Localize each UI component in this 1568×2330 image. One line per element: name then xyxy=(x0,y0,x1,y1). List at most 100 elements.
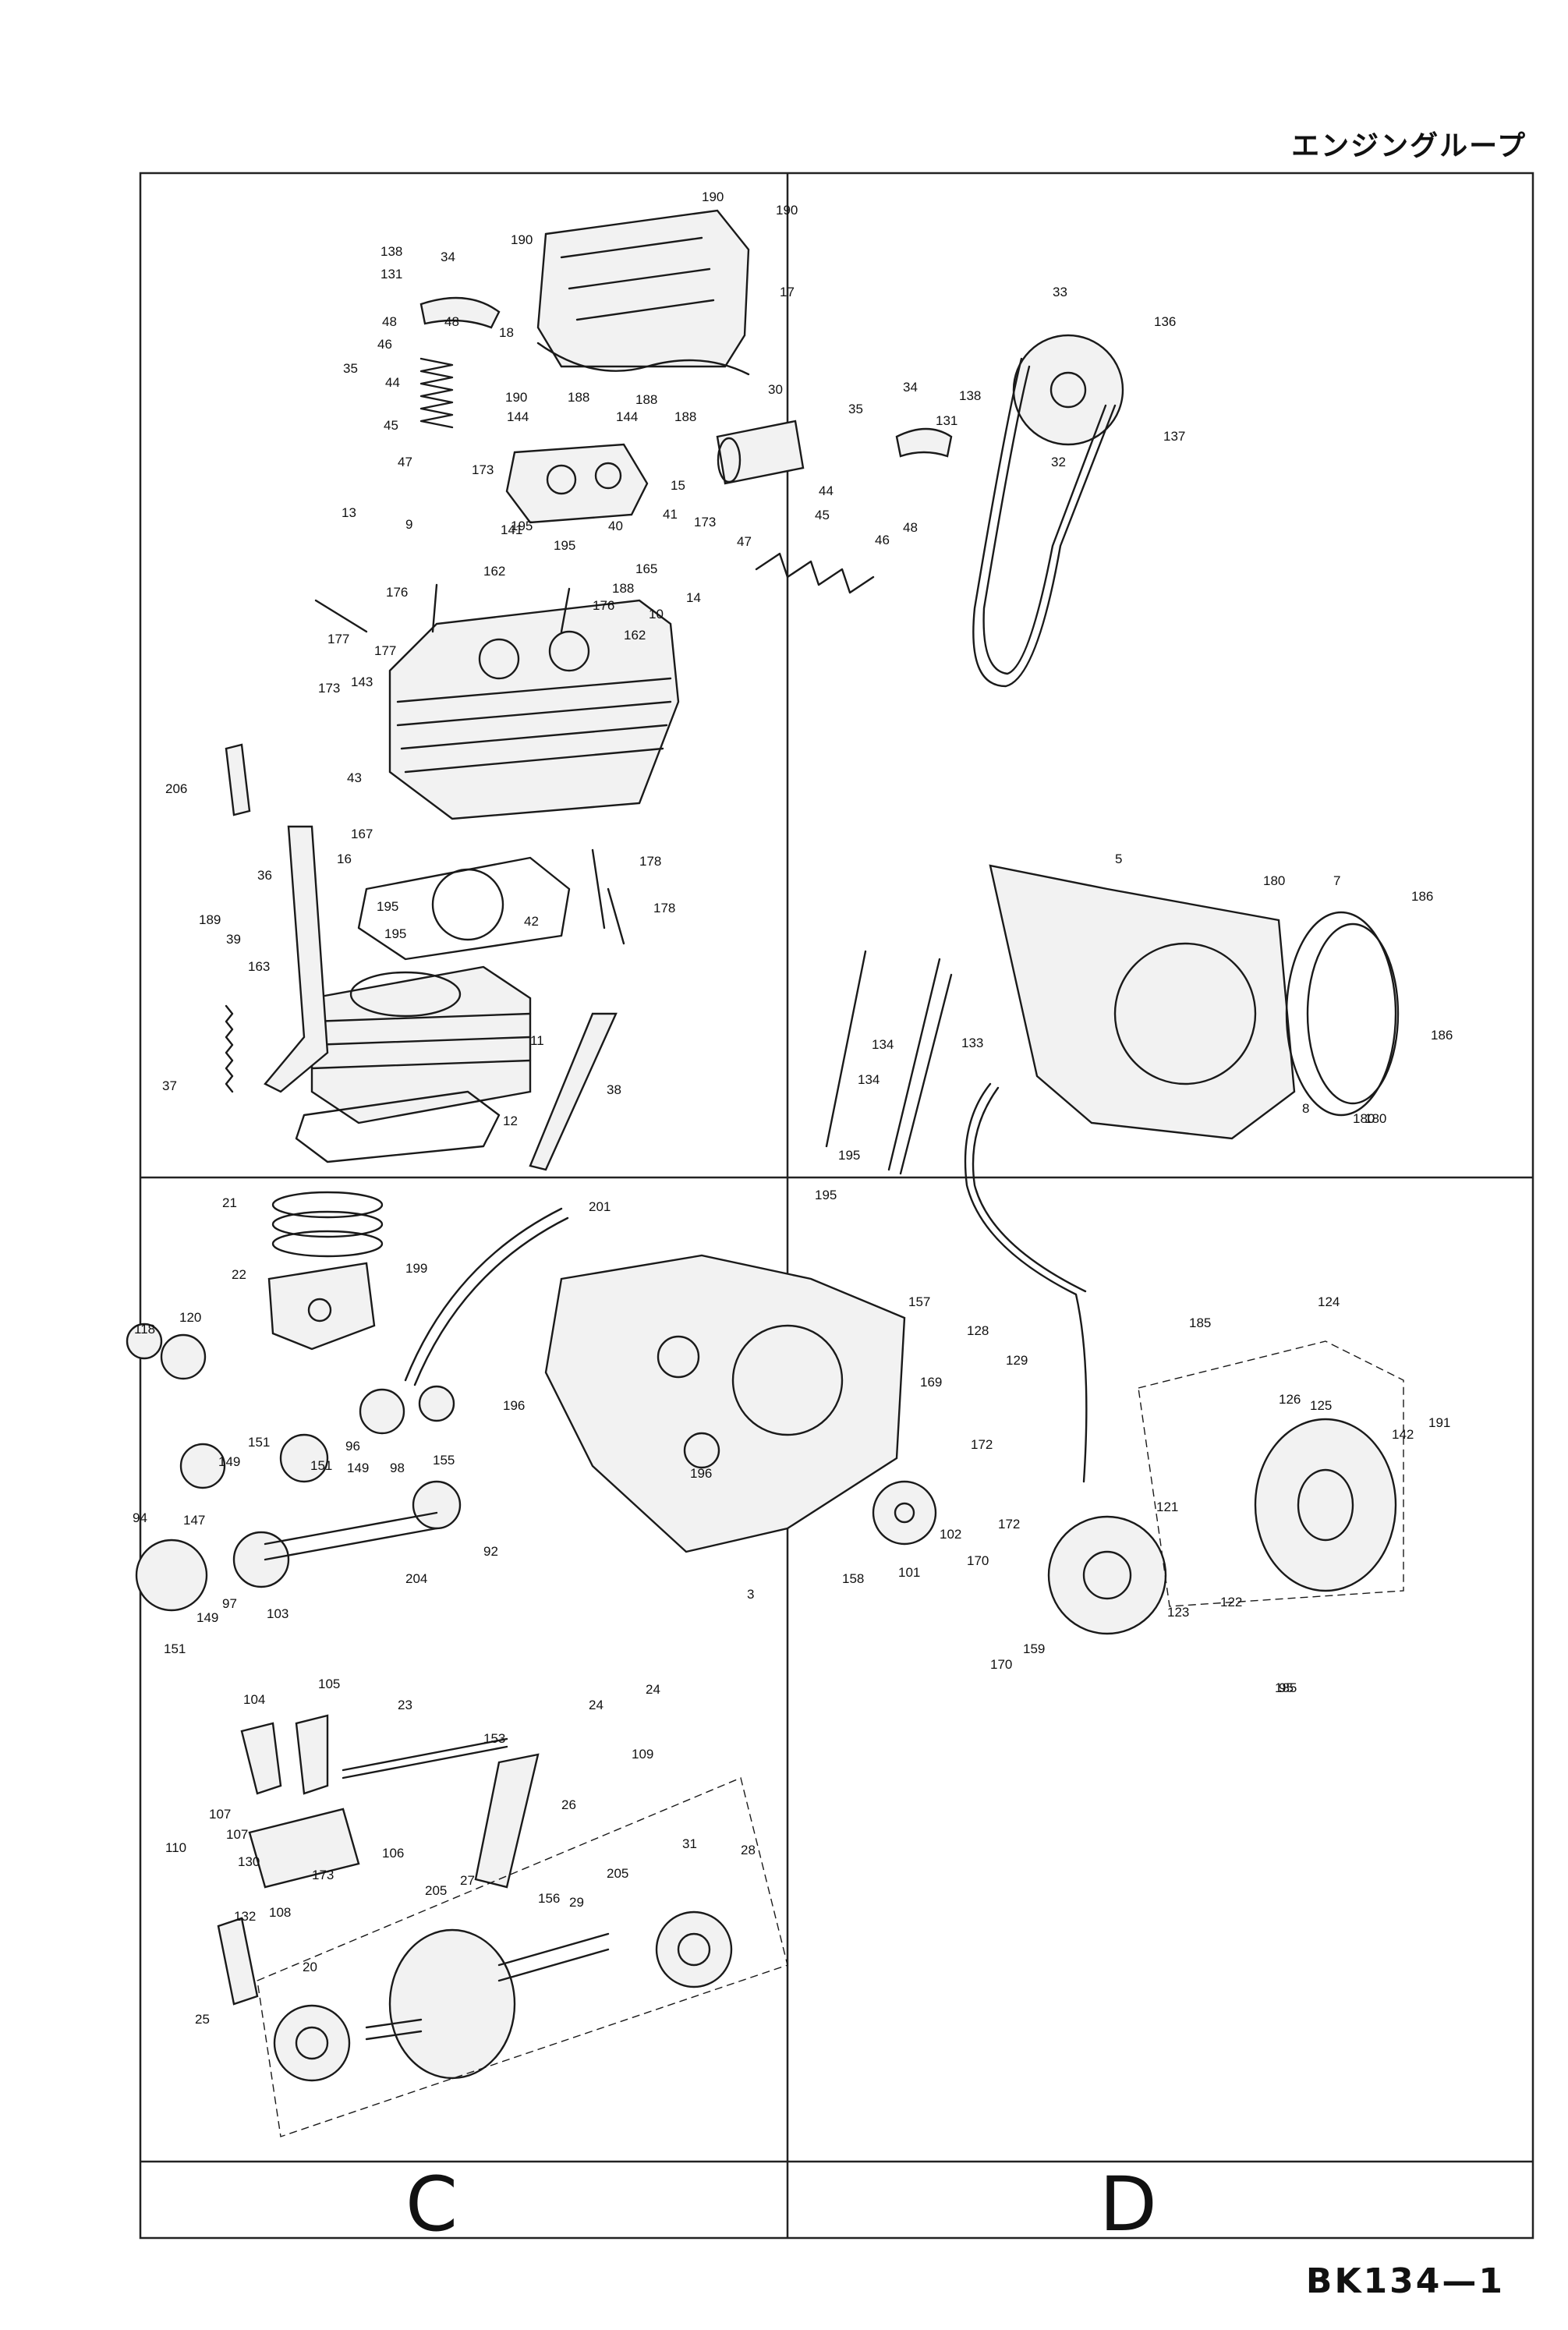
callout-number: 12 xyxy=(503,1114,518,1128)
stator xyxy=(1047,1515,1167,1635)
callout-number: 149 xyxy=(218,1454,240,1469)
callout-number: 167 xyxy=(351,827,373,841)
callout-number: 121 xyxy=(1156,1500,1178,1514)
main-shaft xyxy=(264,1511,438,1561)
flywheel-rotor xyxy=(1254,1418,1397,1592)
camshaft-holder xyxy=(505,443,649,524)
callout-number: 22 xyxy=(232,1267,246,1282)
callout-number: 172 xyxy=(998,1517,1020,1531)
callout-number: 180 xyxy=(1263,873,1285,888)
callout-number: 186 xyxy=(1411,889,1433,904)
callout-number: 151 xyxy=(310,1458,332,1473)
diagram-frame xyxy=(139,172,1534,2240)
callout-number: 38 xyxy=(607,1082,621,1097)
callout-number: 157 xyxy=(908,1294,930,1309)
callout-number: 195 xyxy=(554,538,575,553)
callout-number: 177 xyxy=(374,643,396,658)
callout-number: 162 xyxy=(483,564,505,579)
callout-number: 180 xyxy=(1353,1111,1375,1126)
callout-number: 47 xyxy=(737,534,752,549)
callout-number: 201 xyxy=(589,1199,611,1214)
cam-chain xyxy=(972,357,1117,688)
callout-number: 199 xyxy=(405,1261,427,1276)
callout-number: 30 xyxy=(768,382,783,397)
callout-number: 20 xyxy=(303,1960,317,1974)
crankshaft xyxy=(365,1928,610,2080)
callout-number: 169 xyxy=(920,1375,942,1390)
callout-number: 101 xyxy=(898,1565,920,1580)
callout-number: 43 xyxy=(347,770,362,785)
callout-number: 195 xyxy=(384,926,406,941)
callout-number: 195 xyxy=(377,899,398,914)
callout-number: 190 xyxy=(776,203,798,218)
callout-number: 128 xyxy=(967,1323,989,1338)
callout-number: 180 xyxy=(1364,1111,1386,1126)
callout-number: 37 xyxy=(162,1078,177,1093)
callout-number: 24 xyxy=(646,1682,660,1697)
tensioner-spring xyxy=(225,1004,234,1093)
callout-number: 125 xyxy=(1310,1398,1332,1413)
callout-number: 191 xyxy=(1428,1415,1450,1430)
rocker-arm-right xyxy=(895,427,953,458)
callout-number: 142 xyxy=(1392,1427,1414,1442)
callout-number: 188 xyxy=(674,409,696,424)
callout-number: 10 xyxy=(649,607,664,621)
callout-number: 14 xyxy=(686,590,701,605)
callout-number: 35 xyxy=(343,361,358,376)
callout-number: 155 xyxy=(433,1453,455,1468)
callout-number: 163 xyxy=(248,959,270,974)
callout-number: 136 xyxy=(1154,314,1176,329)
callout-number: 204 xyxy=(405,1571,427,1586)
callout-number: 47 xyxy=(398,455,412,469)
valve-spring-left xyxy=(419,357,454,429)
cam-chain-tensioner xyxy=(264,825,329,1093)
callout-number: 31 xyxy=(682,1836,697,1851)
page-code: BK134—1 xyxy=(1305,2261,1505,2301)
kick-starter xyxy=(126,1323,207,1380)
callout-number: 206 xyxy=(165,781,187,796)
cylinder-base-gasket xyxy=(295,1090,501,1163)
crankcase xyxy=(544,1254,906,1553)
callout-number: 123 xyxy=(1167,1605,1189,1620)
section-label-d: D xyxy=(1099,2161,1157,2248)
callout-number: 26 xyxy=(561,1797,576,1812)
callout-number: 21 xyxy=(222,1195,237,1210)
callout-number: 195 xyxy=(815,1188,837,1202)
callout-number: 122 xyxy=(1220,1595,1242,1609)
callout-number: 9 xyxy=(405,517,412,532)
callout-number: 156 xyxy=(538,1891,560,1906)
callout-number: 46 xyxy=(377,337,392,352)
callout-number: 41 xyxy=(663,507,678,522)
dashed-group-ignition xyxy=(1138,1340,1404,1607)
callout-number: 34 xyxy=(903,380,918,395)
rocker-arm xyxy=(419,296,501,329)
callout-number: 44 xyxy=(819,483,834,498)
callout-number: 36 xyxy=(257,868,272,883)
callout-number: 177 xyxy=(327,632,349,646)
callout-number: 5 xyxy=(1115,852,1122,866)
callout-number: 18 xyxy=(499,325,514,340)
callout-number: 3 xyxy=(747,1587,754,1602)
callout-number: 173 xyxy=(312,1868,334,1882)
callout-number: 17 xyxy=(780,285,795,299)
callout-number: 129 xyxy=(1006,1353,1028,1368)
callout-number: 137 xyxy=(1163,429,1185,444)
callout-number: 48 xyxy=(903,520,918,535)
callout-number: 158 xyxy=(842,1571,864,1586)
callout-number: 108 xyxy=(269,1905,291,1920)
callout-number: 8 xyxy=(1302,1101,1309,1116)
callout-number: 170 xyxy=(990,1657,1012,1672)
callout-number: 94 xyxy=(133,1510,147,1525)
spark-plug xyxy=(225,743,251,816)
callout-number: 120 xyxy=(179,1310,201,1325)
callout-number: 44 xyxy=(385,375,400,390)
callout-number: 190 xyxy=(702,189,724,204)
shift-forks xyxy=(240,1714,329,1795)
callout-number: 13 xyxy=(342,505,356,520)
callout-number: 28 xyxy=(741,1843,756,1857)
breather-hose xyxy=(404,1207,569,1386)
callout-number: 92 xyxy=(483,1544,498,1559)
callout-number: 162 xyxy=(624,628,646,643)
shift-drum xyxy=(248,1808,360,1889)
